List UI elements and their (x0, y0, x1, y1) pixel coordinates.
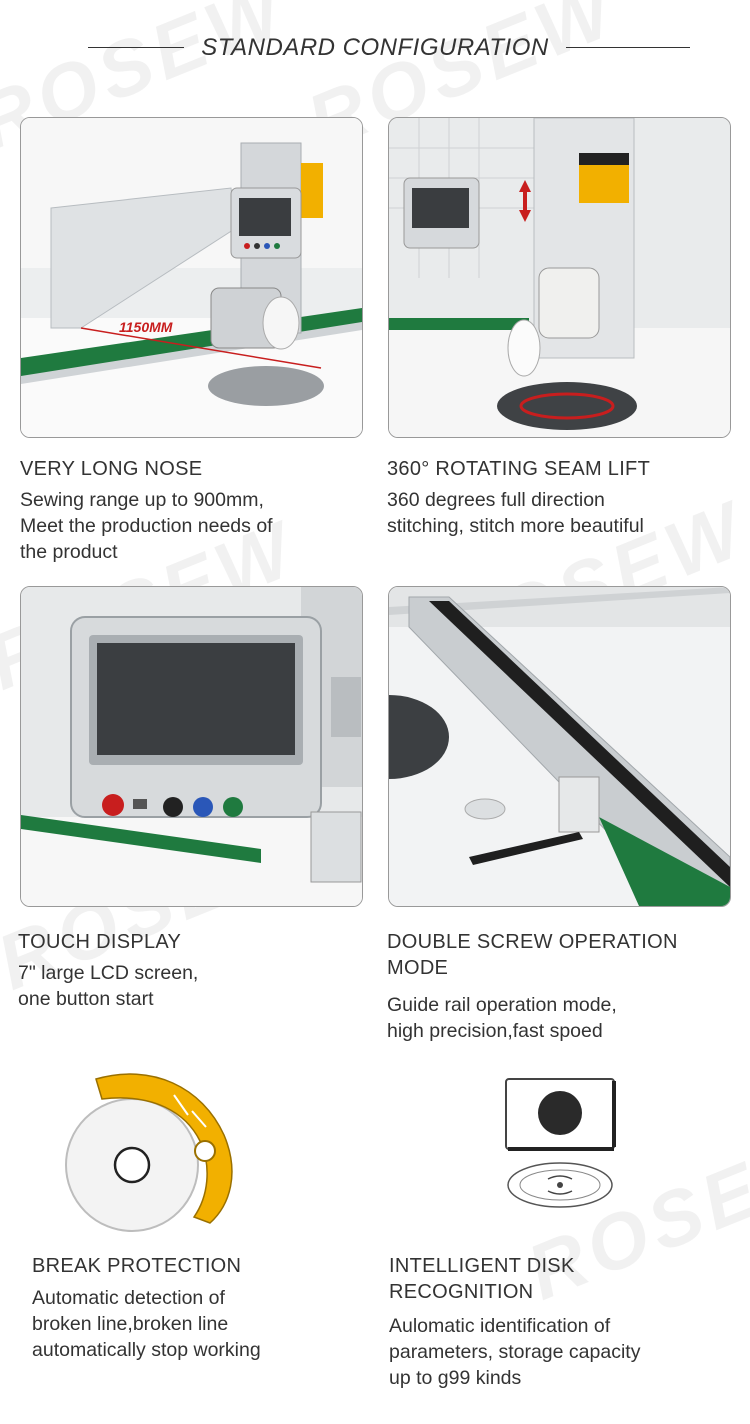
long-nose-photo: 1150MM (20, 117, 363, 438)
section-header: STANDARD CONFIGURATION (0, 28, 750, 68)
feature-description: 7" large LCD screen, one button start (18, 962, 199, 1010)
feature-description: Sewing range up to 900mm, Meet the produ… (20, 489, 273, 563)
feature-description: Guide rail operation mode, high precisio… (387, 994, 617, 1042)
double-screw-photo (388, 586, 731, 907)
feature-title: TOUCH DISPLAY (18, 931, 182, 953)
page-title: STANDARD CONFIGURATION (201, 34, 549, 61)
feature-title: 360° ROTATING SEAM LIFT (387, 458, 651, 480)
header-rule-left (88, 47, 184, 48)
header-rule-right (566, 47, 690, 48)
touch-display-photo (20, 586, 363, 907)
dimension-label: 1150MM (119, 319, 173, 335)
feature-description: Aulomatic identification of parameters, … (389, 1315, 641, 1389)
feature-description: 360 degrees full direction stitching, st… (387, 489, 644, 537)
feature-title: VERY LONG NOSE (20, 458, 203, 480)
disk-sensor-icon (500, 1075, 620, 1215)
rotating-seam-photo (388, 117, 731, 438)
feature-title: BREAK PROTECTION (32, 1255, 242, 1277)
thread-break-icon (62, 1065, 242, 1245)
feature-description: Automatic detection of broken line,broke… (32, 1287, 261, 1361)
feature-title: DOUBLE SCREW OPERATION MODE (387, 931, 678, 979)
feature-title: INTELLIGENT DISK RECOGNITION (389, 1255, 575, 1303)
